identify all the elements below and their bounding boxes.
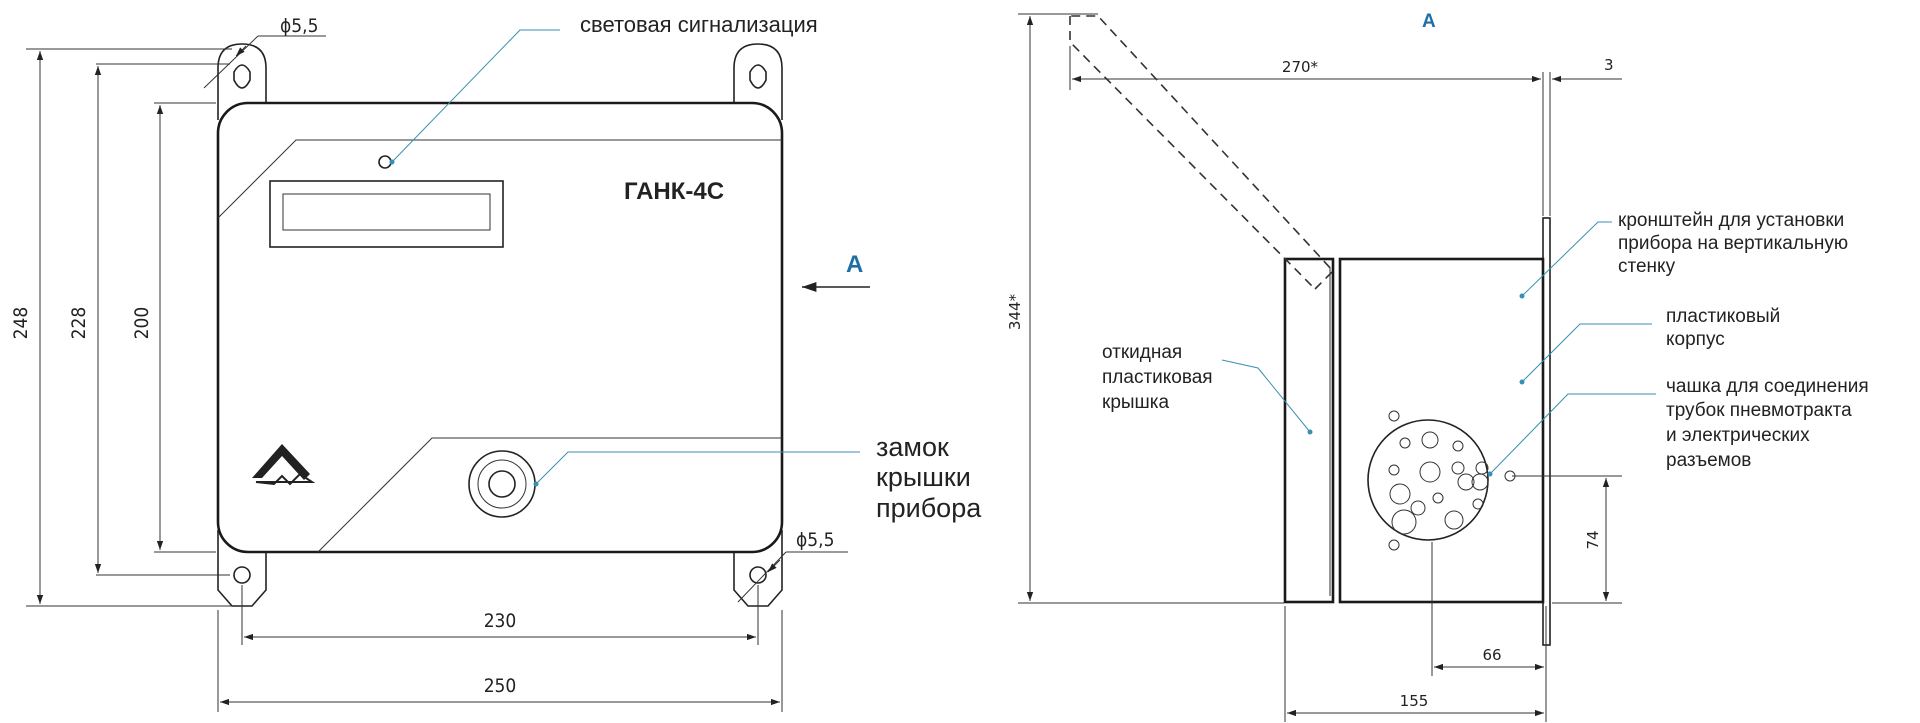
lock-label-line-2: крышки (876, 462, 971, 492)
light-signal-leader (391, 29, 560, 163)
bracket-label-line-2: прибора на вертикальную (1618, 233, 1848, 254)
bracket-label-line-1: кронштейн для установки (1618, 210, 1844, 231)
lock-leader (535, 451, 860, 485)
dim-3-text: 3 (1604, 56, 1614, 74)
bottom-extension-lines (217, 585, 783, 712)
side-housing (1338, 257, 1545, 604)
display-frame (269, 180, 504, 248)
side-view-title: А (1422, 11, 1436, 32)
top-hole-diameter: ϕ5,5 (280, 15, 318, 37)
device-name: ГАНК-4С (624, 178, 724, 205)
connector-cup (1367, 410, 1516, 551)
logo-icon (252, 444, 316, 486)
light-signal-leader-dot (389, 159, 395, 165)
top-left-ear (217, 43, 267, 120)
dim-200-text: 200 (131, 307, 153, 340)
lid-label-line-2: пластиковая (1102, 367, 1213, 388)
lid-leader-dot (1307, 429, 1313, 435)
top-right-ear (733, 43, 783, 120)
housing-leader (1521, 323, 1652, 383)
device-housing (216, 101, 784, 554)
bottom-hole-callout (737, 551, 848, 603)
dim-344-text: 344* (1006, 293, 1024, 330)
bracket-leader-dot (1519, 293, 1525, 299)
left-extension-lines (26, 48, 232, 607)
lock-leader-dot (533, 481, 539, 487)
side-view: А (1006, 11, 1869, 722)
bracket-label-line-3: стенку (1618, 256, 1676, 277)
dim-230-text: 230 (484, 610, 517, 632)
lock-label-line-1: замок (876, 432, 949, 462)
lid-label-line-3: крышка (1102, 392, 1170, 413)
front-view: ГАНК-4С А 248 228 200 230 250 (10, 12, 982, 712)
dim-250-text: 250 (484, 675, 517, 697)
dim-270-text: 270* (1282, 58, 1319, 76)
cup-label-line-4: разъемов (1666, 450, 1751, 471)
dim-66-text: 66 (1482, 646, 1501, 664)
light-signal-label: световая сигнализация (580, 12, 818, 37)
cup-label-line-1: чашка для соединения (1666, 376, 1869, 397)
lid-label-line-1: откидная (1102, 342, 1182, 363)
bottom-hole-diameter: ϕ5,5 (796, 529, 834, 551)
housing-top-chamfer (217, 139, 782, 219)
lid-leader (1221, 359, 1311, 433)
housing-leader-dot (1519, 379, 1525, 385)
top-hole-callout (203, 35, 326, 89)
cup-label-line-2: трубок пневмотракта (1666, 400, 1852, 421)
housing-label-line-1: пластиковый (1666, 306, 1780, 327)
lock-label-line-3: прибора (876, 493, 982, 523)
dim-155-text: 155 (1400, 692, 1429, 710)
dim-74-text: 74 (1584, 530, 1602, 549)
housing-label-line-2: корпус (1666, 329, 1725, 350)
dim-228-text: 228 (68, 307, 90, 340)
housing-bottom-chamfer (317, 437, 782, 553)
cup-leader (1489, 393, 1656, 475)
view-marker-label: А (846, 251, 863, 278)
cup-label-line-3: и электрических (1666, 425, 1810, 446)
lid-open-position-outline-b (1069, 16, 1316, 290)
display-window (282, 193, 491, 231)
lid-open-position-outline-a (1070, 15, 1335, 290)
dim-248-text: 248 (10, 307, 32, 340)
cup-leader-dot (1487, 471, 1493, 477)
bracket-leader (1521, 221, 1612, 297)
